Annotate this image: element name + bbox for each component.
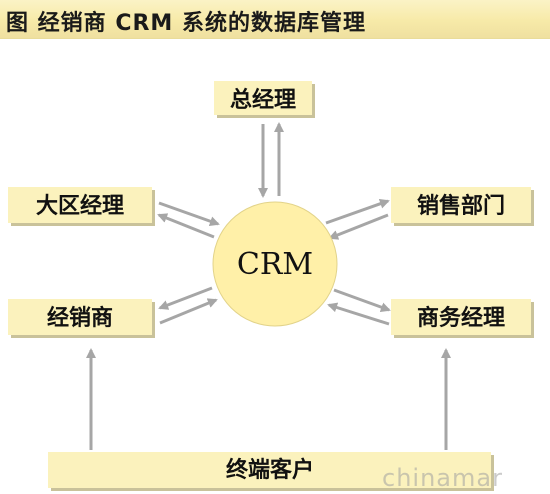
arrow-biz-to-crm <box>327 302 390 326</box>
arrow-crm-to-sales <box>325 198 390 225</box>
crm-node: CRM <box>212 201 338 327</box>
node-regional-manager-label: 大区经理 <box>36 193 124 219</box>
node-sales-department: 销售部门 <box>391 187 534 226</box>
arrow-sales-to-crm <box>328 213 389 240</box>
node-sales-department-label: 销售部门 <box>417 193 505 219</box>
node-business-manager-label: 商务经理 <box>417 305 505 331</box>
node-regional-manager: 大区经理 <box>8 187 155 226</box>
arrow-crm-to-biz <box>333 288 391 312</box>
arrow-dealer-to-crm <box>159 298 218 325</box>
connector-arrows <box>86 122 451 450</box>
node-business-manager: 商务经理 <box>391 299 534 338</box>
node-end-customer: 终端客户 <box>48 452 494 491</box>
crm-label: CRM <box>237 247 313 282</box>
title-bar: 图 经销商 CRM 系统的数据库管理 <box>0 0 550 39</box>
arrow-crm-to-dealer <box>158 286 213 310</box>
arrow-crm-to-regional <box>157 213 215 239</box>
node-general-manager: 总经理 <box>214 81 315 118</box>
node-dealer-label: 经销商 <box>47 305 113 331</box>
node-end-customer-label: 终端客户 <box>226 457 314 483</box>
node-dealer: 经销商 <box>8 299 155 338</box>
figure-title: 图 经销商 CRM 系统的数据库管理 <box>6 11 366 36</box>
node-general-manager-label: 总经理 <box>230 87 296 113</box>
arrow-regional-to-crm <box>158 201 220 227</box>
watermark: chinamar <box>382 464 503 492</box>
